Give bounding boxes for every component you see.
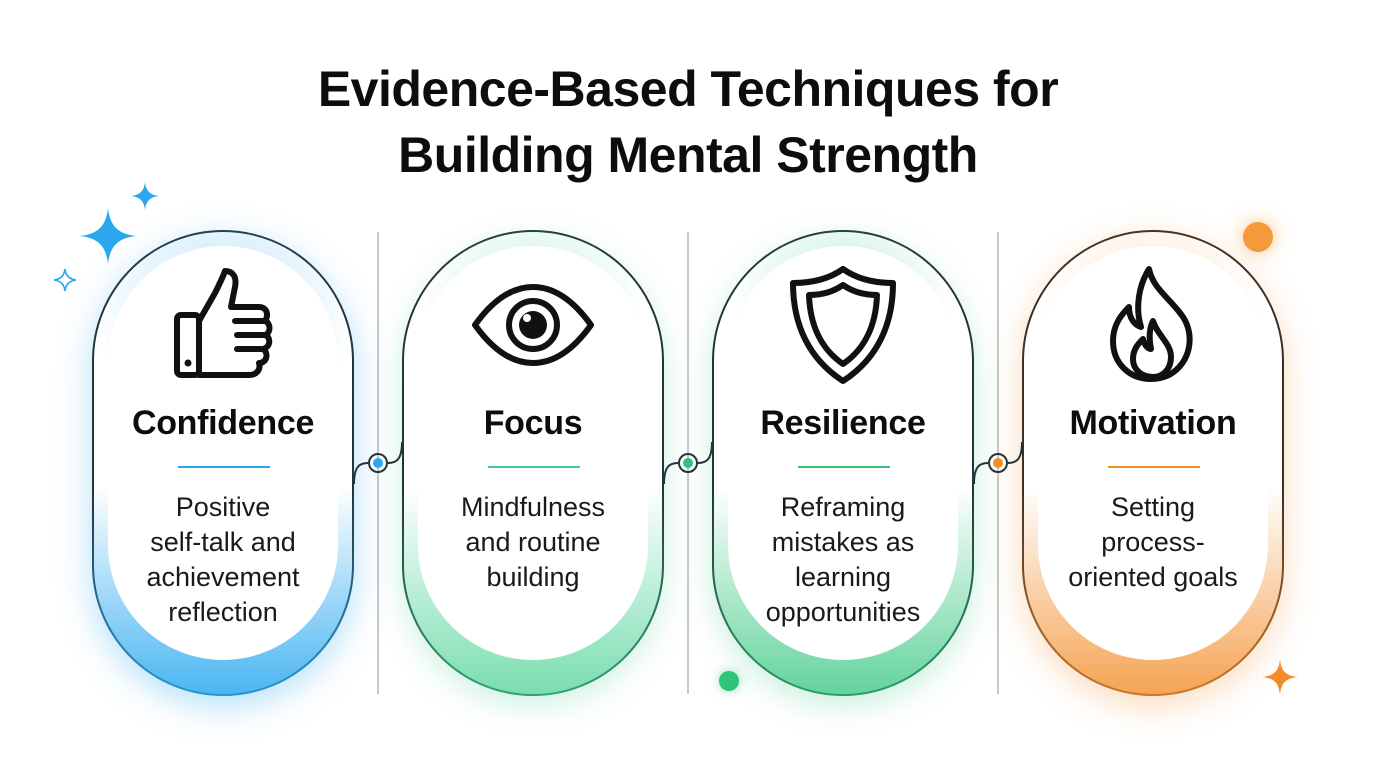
card-focus: Focus Mindfulness and routine building <box>402 230 664 696</box>
desc-line: Positive <box>175 492 271 522</box>
card-motivation: Motivation Setting process- oriented goa… <box>1022 230 1284 696</box>
desc-line: building <box>486 562 580 592</box>
card-confidence: Confidence Positive self-talk and achiev… <box>92 230 354 696</box>
card-rule <box>178 466 270 468</box>
card-rule <box>488 466 580 468</box>
eye-icon <box>472 284 594 366</box>
card-title: Confidence <box>131 404 315 442</box>
card-description: Setting process- oriented goals <box>1046 490 1260 595</box>
desc-line: learning <box>794 562 892 592</box>
green-dot <box>719 671 739 691</box>
desc-line: mistakes as <box>771 527 915 557</box>
title-line-2: Building Mental Strength <box>398 127 978 183</box>
sparkle-orange-icon <box>1262 659 1298 695</box>
desc-line: reflection <box>168 597 278 627</box>
card-resilience: Resilience Reframing mistakes as learnin… <box>712 230 974 696</box>
desc-line: Reframing <box>780 492 906 522</box>
connector-1 <box>353 441 403 485</box>
sparkle-large-icon <box>80 208 136 264</box>
flame-icon <box>1110 266 1193 382</box>
desc-line: and routine <box>465 527 601 557</box>
desc-line: achievement <box>146 562 300 592</box>
page-title: Evidence-Based Techniques for Building M… <box>0 56 1376 188</box>
desc-line: process- <box>1101 527 1205 557</box>
card-inner <box>728 246 958 660</box>
sparkle-small-icon <box>131 182 159 210</box>
card-title: Focus <box>483 404 583 442</box>
desc-line: self-talk and <box>150 527 296 557</box>
title-line-1: Evidence-Based Techniques for <box>317 61 1059 117</box>
desc-line: Mindfulness <box>460 492 606 522</box>
connector-2 <box>663 441 713 485</box>
icon-area <box>404 260 662 390</box>
card-inner <box>108 246 338 660</box>
thumbs-up-icon <box>174 268 273 378</box>
orange-dot <box>1243 222 1273 252</box>
card-description: Positive self-talk and achievement refle… <box>116 490 330 630</box>
connector-node-2 <box>678 453 698 473</box>
card-inner <box>1038 246 1268 660</box>
card-title: Motivation <box>1069 404 1237 442</box>
connector-3 <box>973 441 1023 485</box>
sparkle-outline-icon <box>53 268 77 292</box>
shield-icon <box>790 266 896 384</box>
card-description: Reframing mistakes as learning opportuni… <box>736 490 950 630</box>
card-title: Resilience <box>760 404 926 442</box>
card-rule <box>1108 466 1200 468</box>
desc-line: opportunities <box>765 597 921 627</box>
icon-area <box>1024 260 1282 390</box>
connector-node-3 <box>988 453 1008 473</box>
connector-node-1 <box>368 453 388 473</box>
card-description: Mindfulness and routine building <box>426 490 640 595</box>
desc-line: Setting <box>1110 492 1196 522</box>
card-rule <box>798 466 890 468</box>
icon-area <box>714 260 972 390</box>
desc-line: oriented goals <box>1068 562 1238 592</box>
icon-area <box>94 260 352 390</box>
